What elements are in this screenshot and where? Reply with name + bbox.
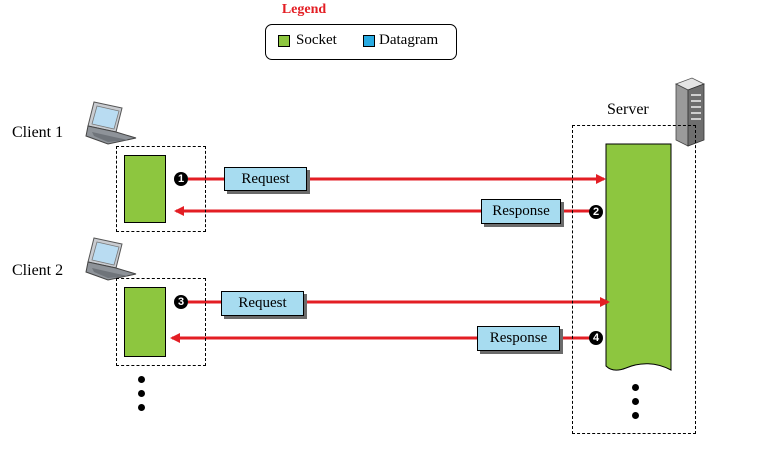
datagram-swatch [363,35,375,47]
step-1-badge: 1 [174,172,188,186]
response-datagram-2: Response [477,326,560,351]
client-2-label: Client 2 [12,262,64,279]
request-datagram-1: Request [224,167,307,191]
server-socket [605,143,672,371]
continuation-dot [632,412,639,419]
continuation-dot [138,376,145,383]
step-3-badge: 3 [174,295,188,309]
client-1-box [116,146,206,232]
response-datagram-1: Response [481,199,561,224]
continuation-dot [138,404,145,411]
server-icon [675,77,705,147]
continuation-dot [138,390,145,397]
client-2-box [116,278,206,366]
client-2-socket [124,287,166,357]
continuation-dot [632,384,639,391]
step-2-badge: 2 [589,205,603,219]
legend-socket-label: Socket [296,32,337,48]
legend-box: Socket Datagram [265,24,457,60]
laptop-icon [85,237,137,281]
step-4-badge: 4 [589,331,603,345]
legend-datagram-label: Datagram [379,32,439,48]
continuation-dot [632,398,639,405]
laptop-icon [85,101,137,145]
client-1-label: Client 1 [12,124,64,141]
client-1-socket [124,155,166,223]
server-label: Server [607,101,649,118]
request-datagram-2: Request [221,291,304,316]
socket-swatch [278,35,290,47]
server-box [572,125,696,434]
legend-title: Legend [281,2,327,17]
